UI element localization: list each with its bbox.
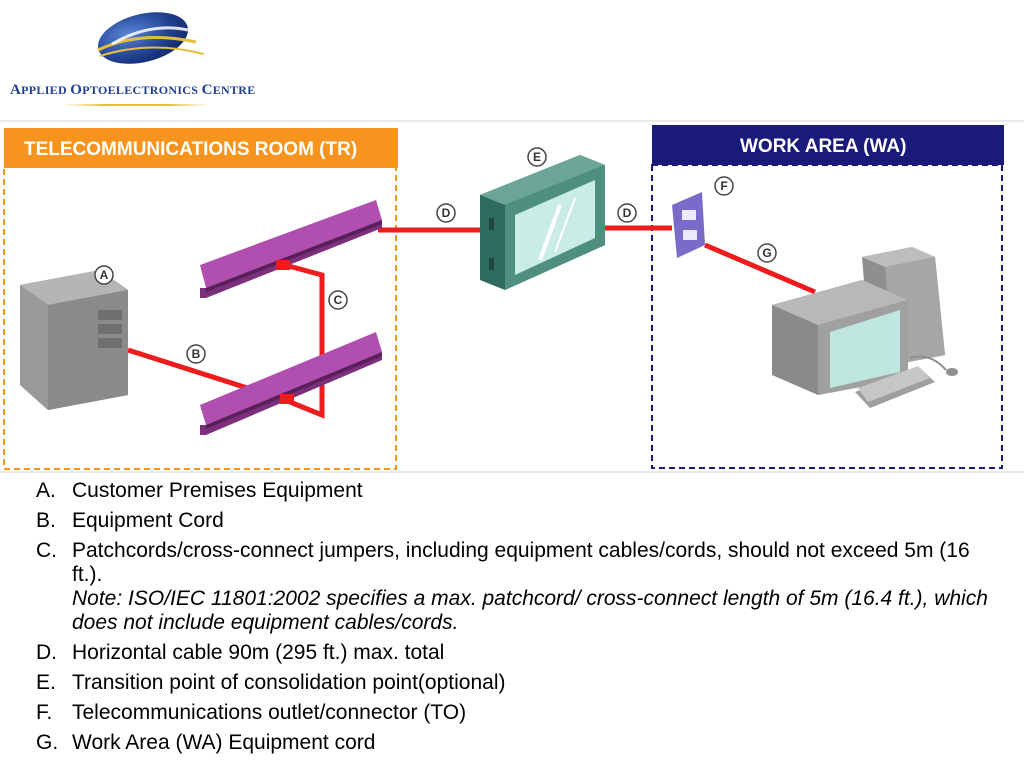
legend-note: Note: ISO/IEC 11801:2002 specifies a max…	[72, 587, 988, 634]
svg-text:D: D	[442, 206, 451, 220]
legend-list: A. Customer Premises Equipment B. Equipm…	[36, 479, 996, 761]
svg-text:B: B	[192, 347, 201, 361]
legend-text: Transition point of consolidation point(…	[72, 671, 506, 694]
telecom-room-title: TELECOMMUNICATIONS ROOM (TR)	[24, 139, 357, 160]
legend-text: Customer Premises Equipment	[72, 479, 363, 502]
patch-panel-lower	[200, 332, 382, 435]
callout-e: E	[527, 147, 547, 167]
legend-text: Telecommunications outlet/connector (TO)	[72, 701, 467, 724]
legend-item-d: D. Horizontal cable 90m (295 ft.) max. t…	[36, 641, 996, 665]
legend-text: Horizontal cable 90m (295 ft.) max. tota…	[72, 641, 445, 664]
legend-marker: C.	[36, 539, 57, 562]
svg-text:F: F	[720, 179, 727, 193]
svg-text:D: D	[623, 206, 632, 220]
callout-d-right: D	[617, 203, 637, 223]
legend-marker: E.	[36, 671, 56, 694]
logo-divider	[62, 104, 210, 106]
company-logo: APPLIED OPTOELECTRONICS CENTRE	[0, 0, 300, 118]
consolidation-point-enclosure	[480, 155, 605, 290]
svg-text:E: E	[533, 150, 541, 164]
logo-globe-icon	[97, 12, 205, 64]
legend-marker: D.	[36, 641, 57, 664]
legend-text: Work Area (WA) Equipment cord	[72, 731, 376, 754]
work-area-title: WORK AREA (WA)	[740, 136, 906, 157]
legend-item-c: C. Patchcords/cross-connect jumpers, inc…	[36, 539, 996, 635]
callout-a: A	[94, 265, 114, 285]
work-area-panel: WORK AREA (WA)	[651, 125, 1004, 469]
svg-text:C: C	[334, 293, 343, 307]
legend-marker: A.	[36, 479, 56, 502]
legend-item-b: B. Equipment Cord	[36, 509, 996, 533]
patchcord-c	[284, 262, 325, 419]
callouts: A B C D E D F G	[94, 147, 777, 364]
legend-text: Patchcords/cross-connect jumpers, includ…	[72, 539, 970, 586]
legend-item-e: E. Transition point of consolidation poi…	[36, 671, 996, 695]
cabling-diagram: TELECOMMUNICATIONS ROOM (TR) WORK AREA (…	[0, 120, 1024, 473]
legend-item-g: G. Work Area (WA) Equipment cord	[36, 731, 996, 755]
telecom-room-panel: TELECOMMUNICATIONS ROOM (TR)	[3, 128, 398, 470]
logo-wordmark: APPLIED OPTOELECTRONICS CENTRE	[10, 82, 256, 98]
legend-marker: F.	[36, 701, 53, 724]
legend-text: Equipment Cord	[72, 509, 224, 532]
callout-g: G	[757, 243, 777, 263]
legend-item-a: A. Customer Premises Equipment	[36, 479, 996, 503]
callout-c: C	[328, 290, 348, 310]
patch-panel-upper	[200, 200, 382, 298]
patch-plugs	[276, 260, 294, 404]
svg-text:G: G	[762, 246, 771, 260]
legend-marker: G.	[36, 731, 59, 754]
server-tower	[20, 270, 128, 410]
svg-text:A: A	[100, 268, 109, 282]
telecom-outlet	[672, 192, 705, 258]
callout-b: B	[186, 344, 206, 364]
legend-marker: B.	[36, 509, 56, 532]
legend-item-f: F. Telecommunications outlet/connector (…	[36, 701, 996, 725]
patch-plug-upper	[276, 260, 290, 270]
workstation-pc	[772, 247, 958, 408]
callout-f: F	[714, 176, 734, 196]
patch-plug-lower	[280, 394, 294, 404]
callout-d-left: D	[436, 203, 456, 223]
wa-equipment-cord-g	[704, 242, 816, 295]
legend-text-block: Patchcords/cross-connect jumpers, includ…	[72, 539, 996, 635]
